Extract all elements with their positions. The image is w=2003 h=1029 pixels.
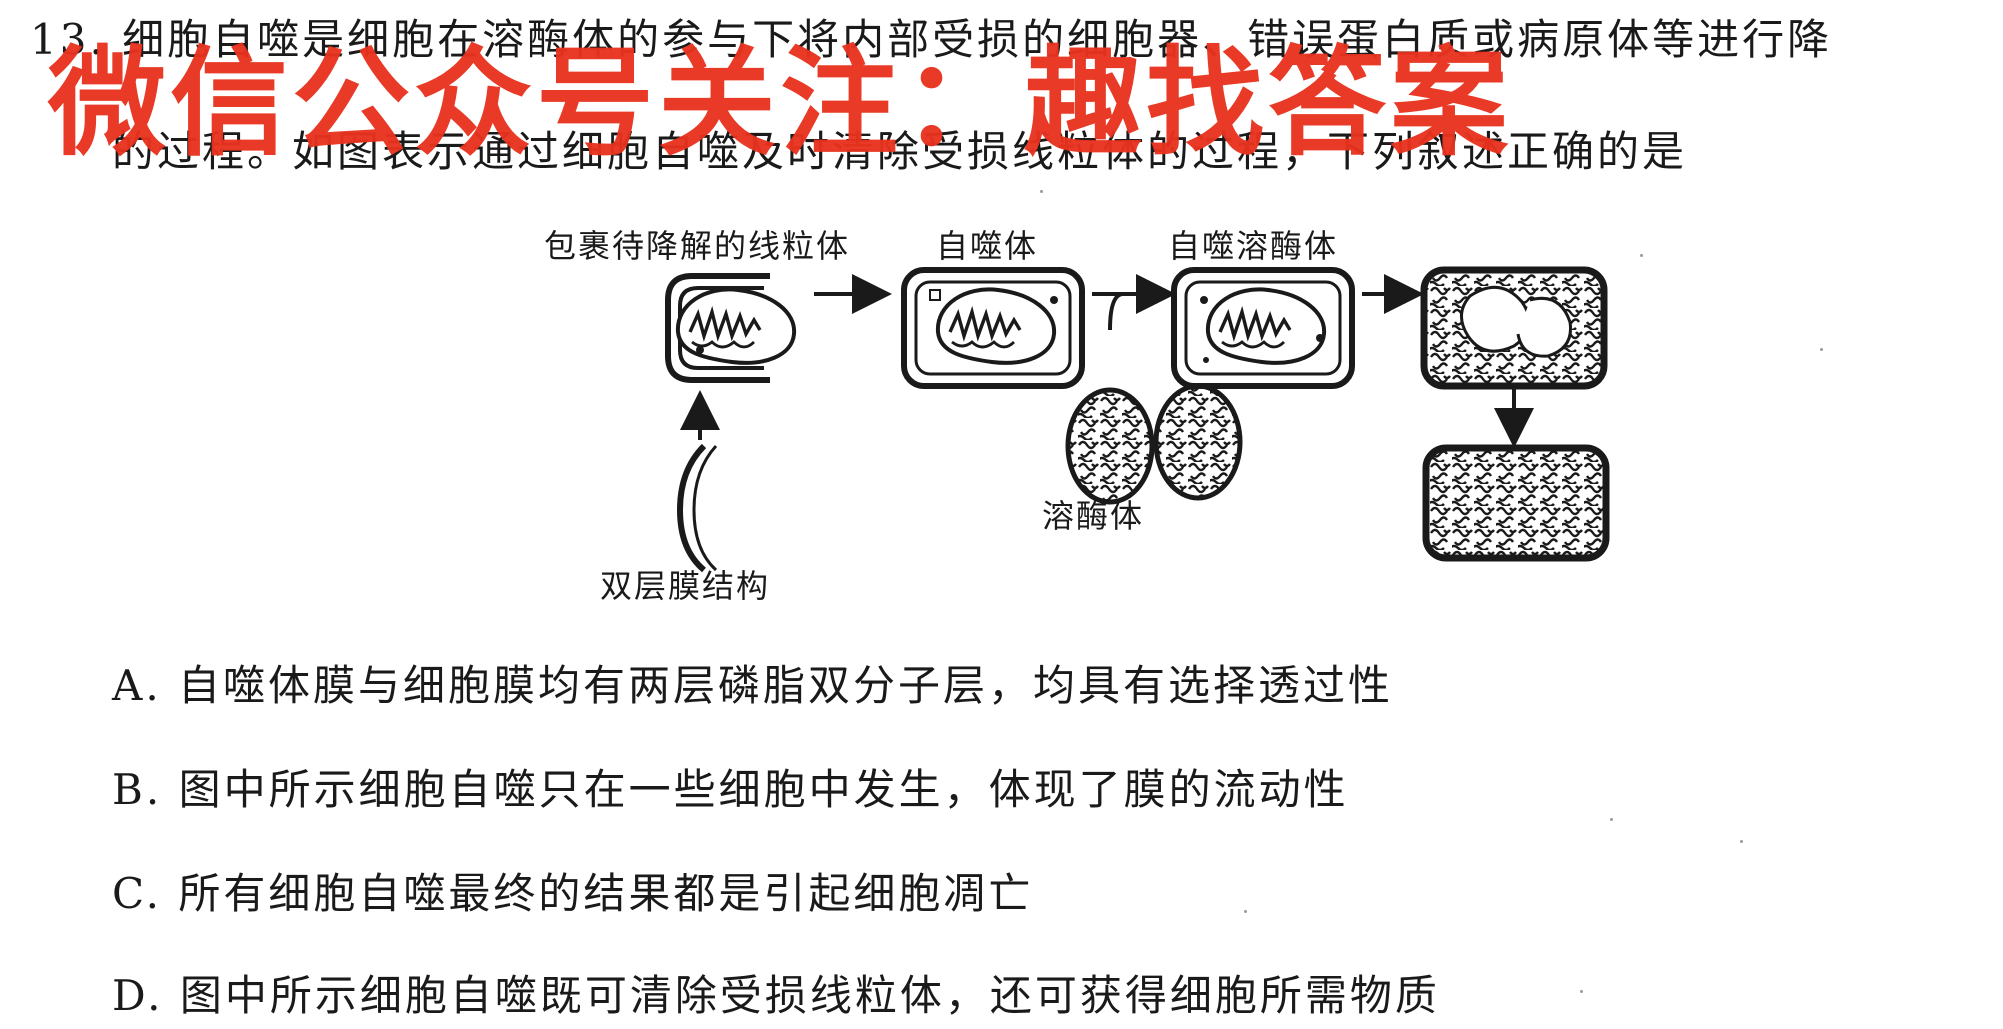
- option-b[interactable]: B. 图中所示细胞自噬只在一些细胞中发生，体现了膜的流动性: [112, 765, 1349, 814]
- scan-speck: [1820, 348, 1823, 351]
- scan-speck: [1740, 840, 1743, 843]
- degraded-cell: [1422, 444, 1610, 562]
- scan-speck: [1640, 254, 1643, 257]
- scan-speck: [1580, 990, 1583, 993]
- option-c[interactable]: C. 所有细胞自噬最终的结果都是引起细胞凋亡: [112, 869, 1034, 918]
- scan-speck: [1244, 910, 1247, 913]
- autolysosome-cell: [1171, 267, 1355, 389]
- option-a[interactable]: A. 自噬体膜与细胞膜均有两层磷脂双分子层，均具有选择透过性: [112, 661, 1394, 710]
- degrading-cell: [1420, 266, 1608, 390]
- question-stem-line-1: 13. 细胞自噬是细胞在溶酶体的参与下将内部受损的细胞器、错误蛋白质或病原体等进…: [30, 15, 1833, 64]
- label-autolysosome: 自噬溶酶体: [1168, 227, 1339, 265]
- option-d[interactable]: D. 图中所示细胞自噬既可清除受损线粒体，还可获得细胞所需物质: [112, 971, 1440, 1020]
- watermark-text: 微信公众号关注：趣找答案: [48, 34, 1513, 172]
- label-mitochondrion: 包裹待降解的线粒体: [544, 227, 851, 265]
- lysosome-icon: [1153, 383, 1243, 501]
- label-lysosome: 溶酶体: [1042, 497, 1145, 535]
- question-stem-line-2: 的过程。如图表示通过细胞自噬及时清除受损线粒体的过程，下列叙述正确的是: [112, 127, 1688, 176]
- lysosome-icon: [1065, 387, 1155, 505]
- double-membrane-icon: [676, 443, 707, 573]
- scan-speck: [1610, 818, 1613, 821]
- autophagosome-cell: [901, 267, 1085, 389]
- label-double-membrane: 双层膜结构: [600, 567, 771, 605]
- label-autophagosome: 自噬体: [936, 227, 1039, 265]
- scan-speck: [1040, 190, 1043, 193]
- mitochondrion-icon: [665, 273, 797, 383]
